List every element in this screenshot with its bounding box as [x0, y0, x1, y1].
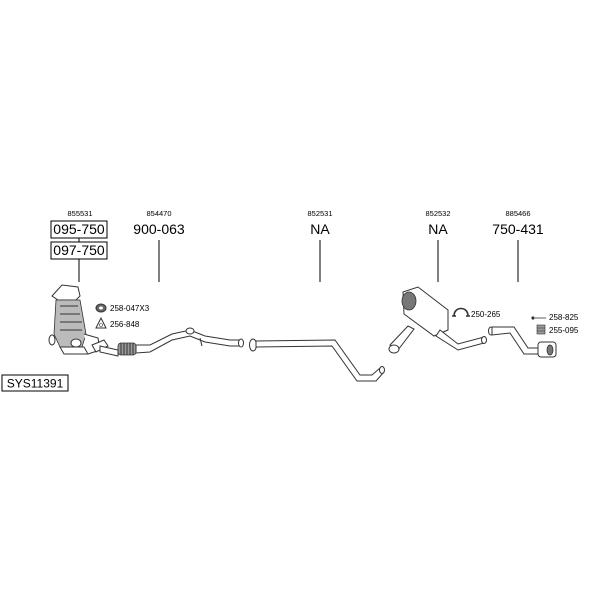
accessory-250-265[interactable]: 250-265 [471, 310, 501, 319]
accessory-256-848[interactable]: 256-848 [110, 320, 140, 329]
accessory-255-095[interactable]: 255-095 [549, 326, 579, 335]
part-ref-852532: 852532 [425, 209, 450, 218]
triangle-gasket-icon[interactable] [95, 316, 107, 329]
bolt-icon[interactable] [531, 316, 546, 320]
accessory-258-047X3[interactable]: 258-047X3 [110, 304, 150, 313]
part-ref-854470: 854470 [146, 209, 171, 218]
part-ref-885466: 885466 [505, 209, 530, 218]
system-code: SYS11391 [7, 377, 64, 391]
clamp-icon[interactable] [452, 307, 470, 317]
tail-pipe-drawing[interactable] [488, 326, 557, 358]
front-pipe-drawing[interactable] [91, 327, 244, 357]
part-number-na-852532[interactable]: NA [428, 221, 448, 237]
gasket-ring-icon[interactable] [95, 303, 107, 313]
catalytic-converter-drawing[interactable] [48, 284, 101, 355]
center-pipe-drawing[interactable] [249, 338, 385, 382]
middle-silencer-drawing[interactable] [388, 286, 487, 354]
accessory-258-825[interactable]: 258-825 [549, 313, 579, 322]
part-number-na-852531[interactable]: NA [310, 221, 330, 237]
part-number-750-431[interactable]: 750-431 [492, 221, 544, 237]
part-number-095-750[interactable]: 095-750 [53, 221, 105, 237]
part-number-900-063[interactable]: 900-063 [133, 221, 185, 237]
part-ref-855531: 855531 [67, 209, 92, 218]
rubber-mount-icon[interactable] [536, 324, 546, 335]
part-ref-852531: 852531 [307, 209, 332, 218]
part-number-097-750[interactable]: 097-750 [53, 242, 105, 258]
system-code-box [1, 374, 69, 392]
